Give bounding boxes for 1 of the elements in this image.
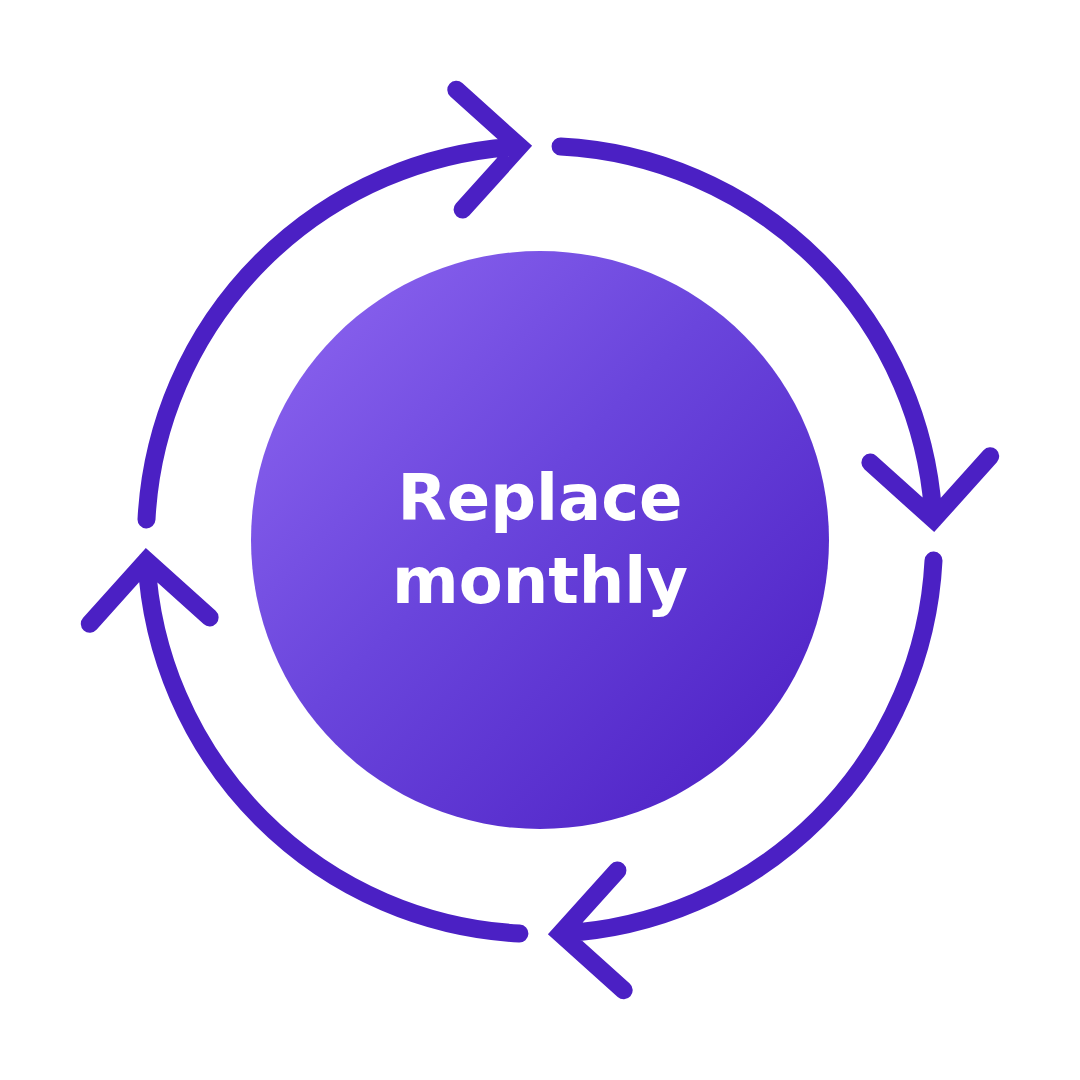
circle-node: Replace monthly [251,251,829,829]
